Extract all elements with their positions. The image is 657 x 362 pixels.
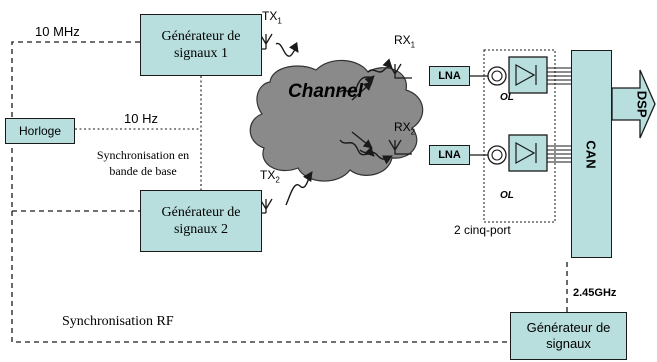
detector2-diode: [515, 141, 537, 165]
dashed-10mhz-line: [11, 41, 510, 343]
lna-2-label: LNA: [438, 149, 461, 161]
generator-2-label: Générateur de signaux 2: [161, 204, 241, 238]
lna-1-block: LNA: [429, 66, 470, 86]
ol-2-label: OL: [500, 190, 514, 201]
ol-circles: [487, 66, 507, 165]
tx1-main: TX: [262, 9, 278, 23]
generator-2-block: Générateur de signaux 2: [140, 190, 262, 252]
channel-label: Channel: [288, 81, 363, 102]
dsp-label: DSP: [634, 90, 650, 118]
tx2-main: TX: [260, 168, 276, 182]
tx1-label: TX1: [262, 9, 282, 26]
freq-10hz-label: 10 Hz: [124, 111, 158, 126]
rx1-incoming-wave: [367, 58, 393, 73]
cloud-arrow-rx1: [351, 81, 373, 101]
rx2-main: RX: [394, 120, 411, 134]
rx1-label: RX1: [394, 33, 416, 50]
can-dsp-arrow: [611, 69, 656, 139]
sync-rf-label: Synchronisation RF: [62, 314, 174, 329]
can-label: CAN: [583, 139, 599, 169]
detector1-box: [508, 56, 548, 94]
rx2-incoming-wave: [359, 149, 393, 165]
freq-245ghz-label: 2.45GHz: [573, 287, 617, 299]
ol2-circle: [487, 145, 507, 165]
generator-rf-block: Générateur de signaux: [510, 312, 627, 360]
tx1-sub: 1: [277, 16, 282, 26]
sync-dashed-lines: [11, 41, 568, 343]
can-block: CAN: [571, 50, 612, 258]
generator-1-block: Générateur de signaux 1: [140, 14, 262, 76]
tx2-wave: [285, 171, 313, 206]
rx2-sub: 2: [410, 127, 416, 137]
generator-rf-label: Générateur de signaux: [526, 319, 611, 351]
detector1-diode: [515, 63, 537, 87]
five-port-label: 2 cinq-port: [454, 223, 511, 237]
tx2-label: TX2: [260, 168, 280, 185]
rx1-main: RX: [394, 33, 411, 47]
rx2-antenna: [388, 139, 412, 155]
rx2-wave: [339, 139, 375, 157]
generator-1-label: Générateur de signaux 1: [161, 28, 241, 62]
cloud-arrow-rx2: [351, 131, 373, 149]
rx1-wave: [339, 75, 375, 93]
bus-lines: [547, 67, 571, 163]
freq-10mhz-label: 10 MHz: [35, 24, 80, 39]
tx1-wave: [275, 41, 299, 57]
rx2-label: RX2: [394, 120, 416, 137]
five-port-enclosure: [483, 49, 556, 223]
detector2-box: [508, 134, 548, 172]
detectors: [508, 56, 548, 172]
wave-paths: [275, 41, 393, 206]
cloud-inner-arrows: [351, 81, 373, 149]
signal-lines: [470, 75, 488, 156]
tx2-sub: 2: [275, 175, 280, 185]
lna-1-label: LNA: [438, 70, 461, 82]
rx1-sub: 1: [410, 40, 416, 50]
ol-inner: [491, 70, 503, 161]
lna-2-block: LNA: [429, 145, 470, 165]
sync-baseband-label: Synchronisation en bande de base: [96, 148, 190, 178]
horloge-label: Horloge: [18, 124, 62, 138]
horloge-block: Horloge: [5, 118, 75, 144]
sync-dotted-lines: [75, 76, 202, 190]
ol-1-label: OL: [500, 92, 514, 103]
ol1-circle: [487, 66, 507, 86]
